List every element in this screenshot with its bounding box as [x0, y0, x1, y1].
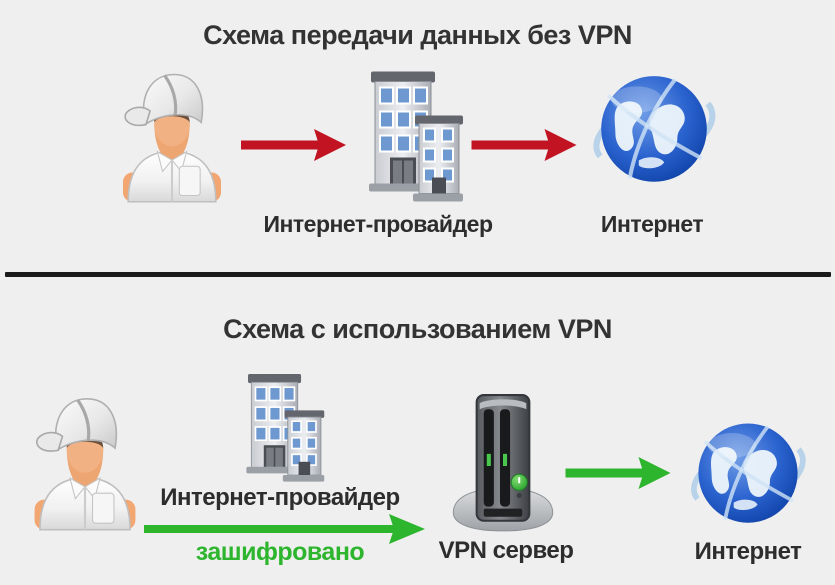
user-icon — [26, 378, 144, 544]
top-section-title: Схема передачи данных без VPN — [203, 20, 632, 50]
globe-icon — [686, 413, 810, 537]
globe-icon — [588, 64, 720, 198]
encrypted-label: зашифровано — [195, 538, 365, 566]
arrow-right-icon — [237, 127, 349, 163]
buildings-icon — [236, 369, 328, 485]
buildings-icon — [357, 64, 467, 207]
arrow-right-icon — [466, 127, 581, 163]
internet-label: Интернет — [600, 211, 704, 237]
internet-label: Интернет — [694, 538, 802, 565]
provider-label: Интернет-провайдер — [160, 484, 400, 511]
section-divider — [5, 272, 831, 277]
bottom-section-title: Схема с использованием VPN — [223, 314, 612, 344]
vpn-server-label: VPN сервер — [438, 537, 574, 564]
provider-label: Интернет-провайдер — [263, 211, 493, 237]
server-icon — [446, 391, 560, 538]
user-icon — [112, 62, 232, 208]
arrow-right-icon — [560, 455, 675, 491]
